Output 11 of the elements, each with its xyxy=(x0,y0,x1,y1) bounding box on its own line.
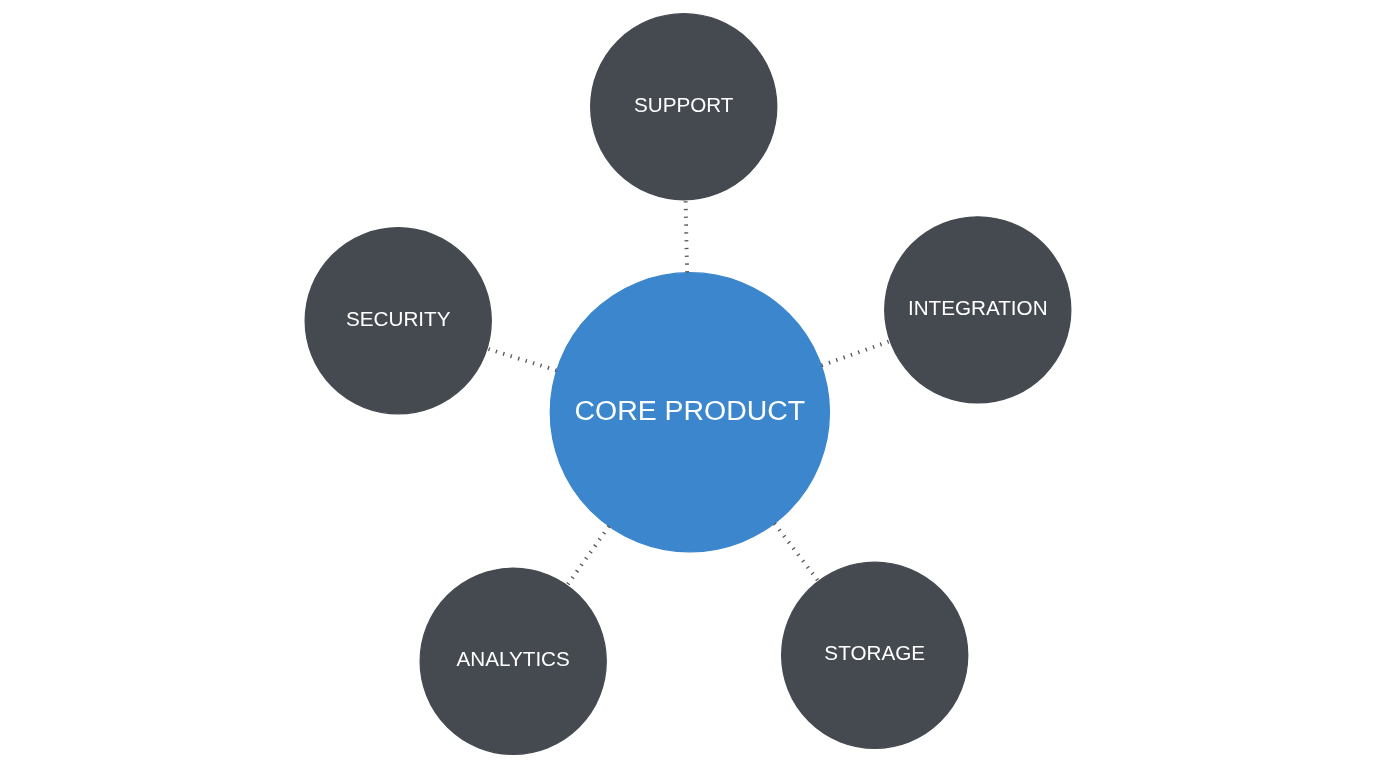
connector xyxy=(486,346,557,373)
node-circle: CORE PRODUCT xyxy=(549,272,831,553)
node-circle: SUPPORT xyxy=(590,13,778,201)
node-circle: SECURITY xyxy=(304,227,492,415)
connector xyxy=(565,525,611,587)
connector xyxy=(683,200,689,273)
connector xyxy=(820,339,891,368)
node-circle: ANALYTICS xyxy=(419,567,607,755)
node-circle: STORAGE xyxy=(781,561,969,749)
connector xyxy=(772,522,820,583)
node-circle: INTEGRATION xyxy=(884,216,1072,404)
